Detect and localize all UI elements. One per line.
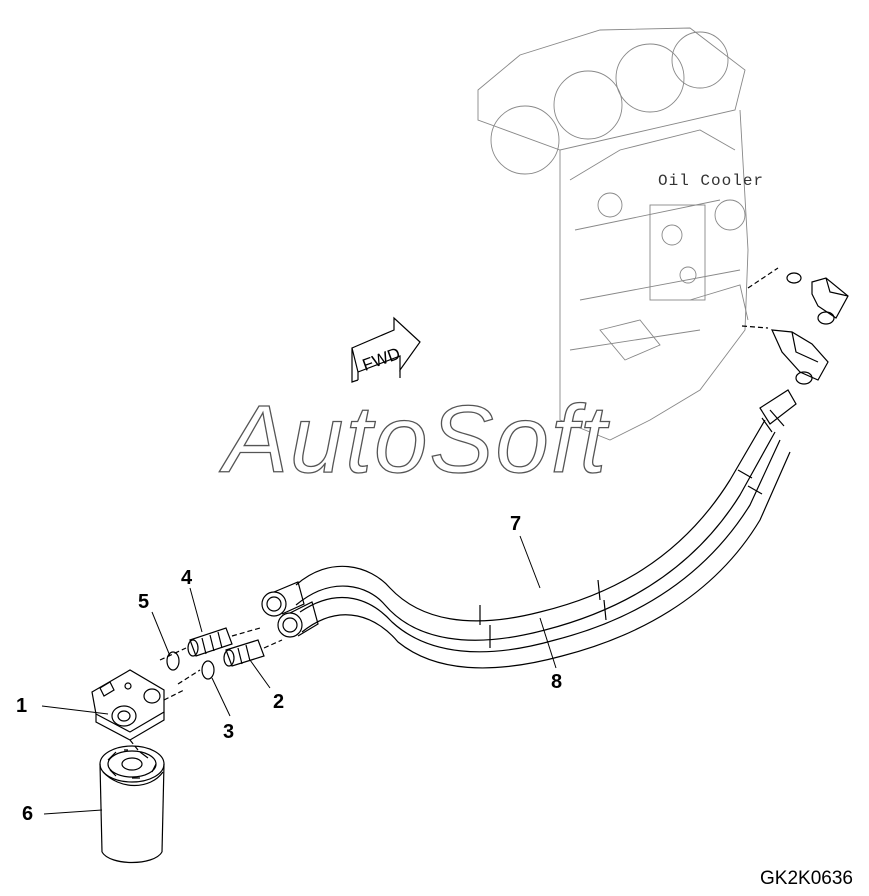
- leader-6: [43, 809, 103, 815]
- leader-2: [249, 659, 271, 689]
- filter-head: [91, 669, 185, 751]
- callout-1: 1: [16, 695, 28, 717]
- o-ring-3: [201, 660, 215, 680]
- callout-8: 8: [551, 671, 563, 693]
- engine-block: [477, 27, 749, 441]
- drawing-code: GK2K0636: [760, 868, 853, 889]
- oil-filter-cartridge: [99, 745, 165, 863]
- oil-cooler-label: Oil Cooler: [658, 172, 765, 190]
- leader-4: [189, 587, 203, 633]
- leader-3: [211, 677, 231, 717]
- fwd-arrow: FWD: [351, 316, 421, 383]
- callout-3: 3: [223, 721, 235, 743]
- cooler-fittings: [741, 267, 849, 385]
- o-ring-5: [166, 651, 180, 671]
- watermark: AutoSoft: [223, 386, 609, 493]
- callout-6: 6: [22, 803, 34, 825]
- leader-7: [519, 535, 541, 589]
- leader-5: [151, 611, 171, 657]
- callout-7: 7: [510, 513, 522, 535]
- hose-assembly: [261, 389, 797, 669]
- callout-2: 2: [273, 691, 285, 713]
- callout-4: 4: [181, 567, 193, 589]
- leader-1: [41, 705, 109, 715]
- adapter-parts: [159, 627, 283, 685]
- leader-lines: [41, 535, 557, 815]
- callout-5: 5: [138, 591, 150, 613]
- leader-8: [539, 617, 557, 669]
